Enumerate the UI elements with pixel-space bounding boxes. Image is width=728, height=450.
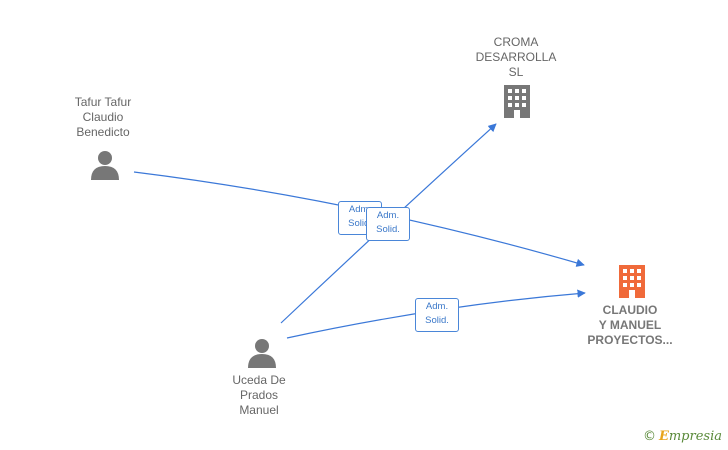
person-icon[interactable] bbox=[91, 151, 119, 180]
node-label-uceda[interactable]: Uceda De Prados Manuel bbox=[232, 373, 286, 417]
brand-logo: ©Empresia bbox=[643, 429, 722, 444]
brand-e: E bbox=[658, 429, 669, 444]
building-icon[interactable] bbox=[504, 85, 530, 118]
edge-label[interactable]: Adm. Solid. bbox=[366, 207, 410, 241]
brand-name: mpresia bbox=[668, 429, 722, 444]
node-label-claudio-company[interactable]: CLAUDIO Y MANUEL PROYECTOS... bbox=[587, 303, 673, 347]
copyright-symbol: © bbox=[642, 429, 656, 444]
building-icon-main[interactable] bbox=[619, 265, 645, 298]
node-label-tafur[interactable]: Tafur Tafur Claudio Benedicto bbox=[74, 95, 132, 139]
edge-label[interactable]: Adm. Solid. bbox=[415, 298, 459, 332]
person-icon[interactable] bbox=[248, 339, 276, 368]
node-label-croma[interactable]: CROMA DESARROLLA SL bbox=[475, 35, 557, 79]
